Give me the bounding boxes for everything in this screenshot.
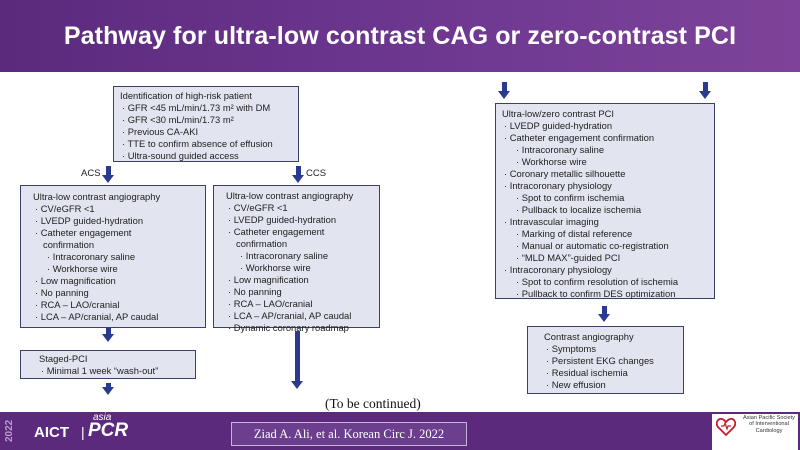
ccs-item: · CV/eGFR <1	[228, 202, 288, 213]
ccs-item: · RCA – LAO/cranial	[228, 298, 313, 309]
ccs-item: · Workhorse wire	[240, 262, 311, 273]
arrow-below-staged-head	[102, 387, 114, 395]
society-name: Asian Pacific Society of Interventional …	[743, 415, 795, 434]
arrow-ccs	[296, 166, 301, 176]
branch-label-acs: ACS	[81, 168, 101, 179]
identification-item: · GFR <45 mL/min/1.73 m² with DM	[122, 102, 271, 113]
identification-box: Identification of high-risk patient · GF…	[113, 86, 299, 162]
arrow-pci-right-head	[699, 91, 711, 99]
contrast-item: · New effusion	[546, 379, 606, 390]
contrast-item: · Residual ischemia	[546, 367, 628, 378]
pci-item: · Workhorse wire	[516, 156, 587, 167]
pci-item: · LVEDP guided-hydration	[504, 120, 613, 131]
pci-item: · Intracoronary saline	[516, 144, 605, 155]
acs-item: · Catheter engagement	[35, 227, 132, 238]
arrow-staged	[106, 328, 111, 335]
pci-item: · Spot to confirm resolution of ischemia	[516, 276, 679, 287]
pci-heading: Ultra-low/zero contrast PCI	[502, 108, 615, 119]
ccs-angiography-box: Ultra-low contrast angiography · CV/eGFR…	[213, 185, 380, 333]
heart-emblem-icon	[716, 418, 736, 436]
pci-item: · Spot to confirm ischemia	[516, 192, 625, 203]
identification-heading: Identification of high-risk patient	[120, 90, 252, 101]
arrow-ccs-continue	[295, 331, 300, 381]
acs-item: confirmation	[43, 239, 95, 250]
acs-item: · Low magnification	[35, 275, 116, 286]
branch-label-ccs: CCS	[306, 168, 327, 179]
ccs-heading: Ultra-low contrast angiography	[226, 190, 354, 201]
acs-item: · LCA – AP/cranial, AP caudal	[35, 311, 159, 322]
contrast-item: · Persistent EKG changes	[546, 355, 654, 366]
arrow-pci-right	[703, 82, 708, 92]
pci-item: · Manual or automatic co-registration	[516, 240, 669, 251]
acs-item: · CV/eGFR <1	[35, 203, 95, 214]
acs-item: · RCA – LAO/cranial	[35, 299, 120, 310]
ccs-item: confirmation	[236, 238, 288, 249]
asia-logo-text: asia	[93, 412, 112, 423]
arrow-acs-head	[102, 175, 114, 183]
arrow-ccs-head	[292, 175, 304, 183]
to-be-continued: (To be continued)	[325, 396, 421, 411]
year-label: 2022	[4, 419, 15, 443]
staged-heading: Staged-PCI	[39, 353, 88, 364]
zero-contrast-pci-box: Ultra-low/zero contrast PCI · LVEDP guid…	[495, 103, 715, 299]
pci-item: · Pullback to confirm DES optimization	[516, 288, 676, 299]
acs-angiography-box: Ultra-low contrast angiography · CV/eGFR…	[20, 185, 206, 328]
pci-item: · Intracoronary physiology	[504, 180, 612, 191]
identification-item: · Ultra-sound guided access	[122, 150, 239, 161]
identification-item: · GFR <30 mL/min/1.73 m²	[122, 114, 234, 125]
contrast-heading: Contrast angiography	[544, 331, 634, 342]
logo-separator: |	[81, 424, 85, 440]
arrow-pci-left-head	[498, 91, 510, 99]
slide-title: Pathway for ultra-low contrast CAG or ze…	[63, 21, 737, 50]
arrow-acs	[106, 166, 111, 176]
ccs-item: · Dynamic coronary roadmap	[228, 322, 349, 333]
acs-item: · Workhorse wire	[47, 263, 118, 274]
aict-logo: AICT	[34, 424, 69, 441]
ccs-item: · Low magnification	[228, 274, 309, 285]
acs-item: · No panning	[35, 287, 89, 298]
ccs-item: · LVEDP guided-hydration	[228, 214, 337, 225]
pci-item: · Intravascular imaging	[504, 216, 599, 227]
ccs-item: · Catheter engagement	[228, 226, 325, 237]
identification-item: · Previous CA-AKI	[122, 126, 199, 137]
pci-item: · Pullback to localize ischemia	[516, 204, 642, 215]
ccs-item: · No panning	[228, 286, 282, 297]
pci-item: · Intracoronary physiology	[504, 264, 612, 275]
ccs-item: · LCA – AP/cranial, AP caudal	[228, 310, 352, 321]
staged-pci-box: Staged-PCI · Minimal 1 week “wash-out”	[20, 350, 196, 379]
staged-item: · Minimal 1 week “wash-out”	[41, 365, 159, 376]
pci-item: · “MLD MAX”-guided PCI	[516, 252, 621, 263]
arrow-ccs-continue-head	[291, 381, 303, 389]
arrow-pci-left	[502, 82, 507, 92]
identification-item: · TTE to confirm absence of effusion	[122, 138, 273, 149]
arrow-below-staged	[106, 383, 111, 388]
contrast-item: · Symptoms	[546, 343, 597, 354]
title-bar: Pathway for ultra-low contrast CAG or ze…	[0, 0, 800, 72]
arrow-contrast	[602, 306, 607, 315]
society-logo-panel	[712, 414, 798, 450]
pci-item: · Catheter engagement confirmation	[504, 132, 655, 143]
acs-heading: Ultra-low contrast angiography	[33, 191, 161, 202]
citation-box: Ziad A. Ali, et al. Korean Circ J. 2022	[231, 422, 467, 446]
pci-item: · Coronary metallic silhouette	[504, 168, 626, 179]
pci-item: · Marking of distal reference	[516, 228, 633, 239]
arrow-contrast-head	[598, 314, 610, 322]
acs-item: · Intracoronary saline	[47, 251, 136, 262]
arrow-staged-head	[102, 334, 114, 342]
pcr-logo: PCR	[88, 420, 129, 441]
acs-item: · LVEDP guided-hydration	[35, 215, 144, 226]
citation-text: Ziad A. Ali, et al. Korean Circ J. 2022	[253, 426, 445, 441]
contrast-angiography-box: Contrast angiography · Symptoms · Persis…	[527, 326, 684, 394]
ccs-item: · Intracoronary saline	[240, 250, 329, 261]
